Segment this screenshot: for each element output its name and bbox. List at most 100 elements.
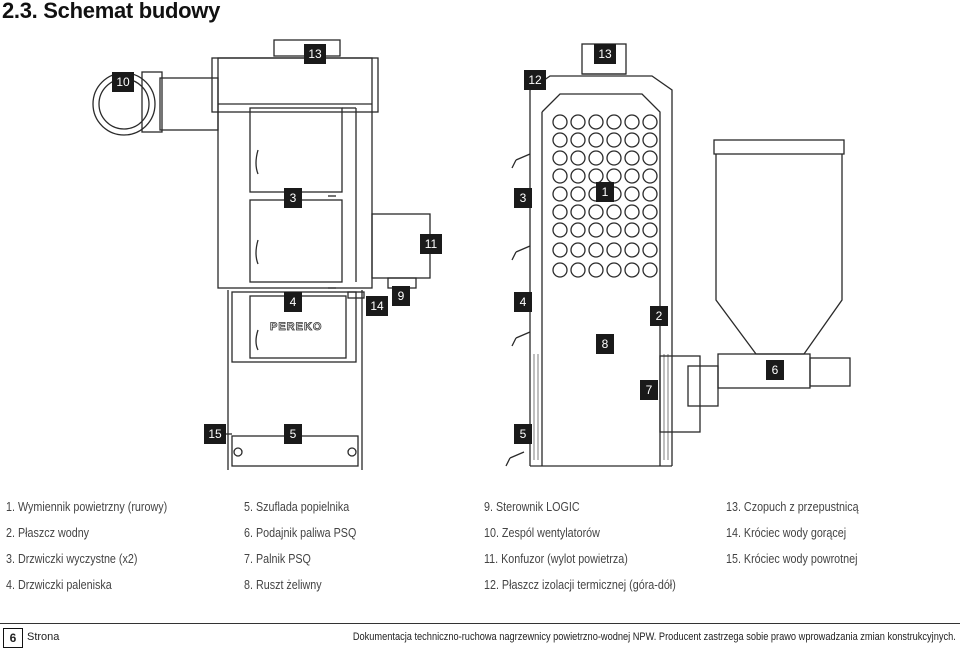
legend-item: 6. Podajnik paliwa PSQ [244,526,357,540]
footer-divider [0,623,960,624]
legend-column-1: 1. Wymiennik powietrzny (rurowy) 2. Płas… [6,496,167,600]
callout-4: 4 [284,292,302,312]
exchanger-tube [570,150,586,166]
exchanger-tube [570,186,586,202]
callout-12: 12 [524,70,546,90]
legend-item: 9. Sterownik LOGIC [484,500,580,514]
exchanger-tube [606,262,622,278]
legend-item: 1. Wymiennik powietrzny (rurowy) [6,500,168,514]
callout-text: 9 [398,289,405,303]
exchanger-tube [642,186,658,202]
callout-8: 8 [596,334,614,354]
legend-item: 12. Płaszcz izolacji termicznej (góra-dó… [484,578,676,592]
callout-1: 1 [596,182,614,202]
legend-item: 14. Króciec wody gorącej [726,526,847,540]
callout-text: 6 [772,363,779,377]
callout-5: 5 [514,424,532,444]
callout-13: 13 [594,44,616,64]
exchanger-tube [570,262,586,278]
section-title: 2.3. Schemat budowy [2,0,221,23]
callout-11: 11 [420,234,442,254]
cleaning-door-upper [249,107,343,193]
pereko-logo: PEREKO [270,321,322,333]
exchanger-tube [588,204,604,220]
exchanger-tube [588,132,604,148]
thermal-insulation-jacket [529,75,673,466]
exchanger-tube [588,222,604,238]
callout-text: 4 [290,295,297,309]
callout-6: 6 [766,360,784,380]
legend-item: 5. Szuflada popielnika [244,500,350,514]
callout-text: 15 [208,427,222,441]
fuel-hopper [715,154,843,355]
exchanger-tube [570,132,586,148]
exchanger-tube [624,222,640,238]
exchanger-tube [624,204,640,220]
exchanger-tube [552,132,568,148]
exchanger-tube [606,242,622,258]
page-label: Strona [27,631,60,643]
callout-text: 4 [520,295,527,309]
exchanger-tube [606,150,622,166]
callout-10: 10 [112,72,134,92]
exchanger-tube [624,114,640,130]
exchanger-tube [552,204,568,220]
exchanger-tube [588,242,604,258]
exchanger-tube [552,114,568,130]
exchanger-tube [606,222,622,238]
exchanger-tube [570,168,586,184]
callout-text: 13 [598,47,612,61]
exchanger-tube [552,242,568,258]
left-body-upper [217,57,373,289]
exchanger-tube [552,262,568,278]
callout-text: 10 [116,75,130,89]
callout-3: 3 [284,188,302,208]
left-view [92,39,431,470]
exchanger-tube [642,114,658,130]
legend-column-4: 13. Czopuch z przepustnicą 14. Króciec w… [726,496,859,574]
callout-text: 3 [520,191,527,205]
callout-text: 2 [656,309,663,323]
callout-3: 3 [514,188,532,208]
exchanger-tube [606,204,622,220]
callout-text: 7 [646,383,653,397]
callout-text: 13 [308,47,322,61]
exchanger-tube [642,222,658,238]
legend-column-2: 5. Szuflada popielnika 6. Podajnik paliw… [244,496,356,600]
exchanger-tube [624,262,640,278]
cleaning-door-lower [249,199,343,283]
exchanger-tube [552,150,568,166]
exchanger-tube [588,262,604,278]
air-heat-exchanger-tubes [552,114,658,278]
callout-7: 7 [640,380,658,400]
callout-5: 5 [284,424,302,444]
legend-column-3: 9. Sterownik LOGIC 10. Zespól wentylator… [484,496,676,600]
exchanger-tube [570,204,586,220]
exchanger-tube [642,242,658,258]
exchanger-tube [606,114,622,130]
exchanger-tube [570,242,586,258]
legend-item: 8. Ruszt żeliwny [244,578,322,592]
legend-item: 3. Drzwiczki wyczystne (x2) [6,552,138,566]
legend-item: 4. Drzwiczki paleniska [6,578,112,592]
fuel-feeder-psq [717,353,811,389]
callout-15: 15 [204,424,226,444]
exchanger-tube [642,168,658,184]
exchanger-tube [588,114,604,130]
exchanger-tube [642,262,658,278]
exchanger-tube [570,114,586,130]
legend-item: 15. Króciec wody powrotnej [726,552,858,566]
exchanger-tube [642,132,658,148]
callout-2: 2 [650,306,668,326]
callout-9: 9 [392,286,410,306]
exchanger-tube [624,242,640,258]
legend-item: 7. Palnik PSQ [244,552,311,566]
exchanger-tube [624,186,640,202]
callout-text: 11 [425,237,438,251]
page-number: 6 [3,628,23,648]
legend-item: 13. Czopuch z przepustnicą [726,500,859,514]
callout-text: 5 [290,427,297,441]
exchanger-tube [624,168,640,184]
